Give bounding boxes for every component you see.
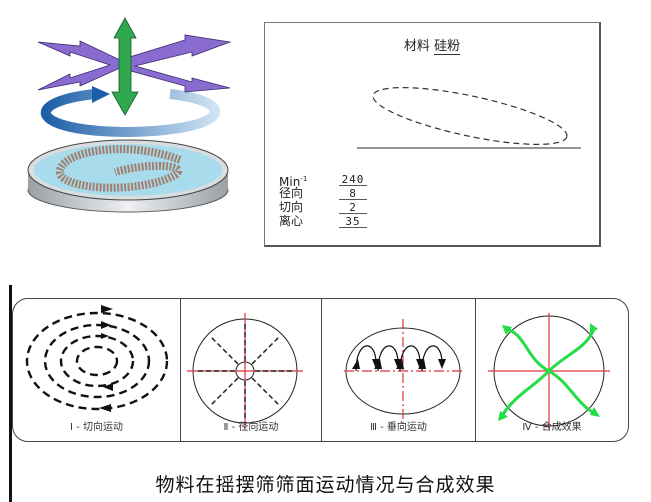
param-label: Min xyxy=(279,175,301,189)
param-label: 离心 xyxy=(279,214,304,228)
panel-vertical: Ⅲ - 垂向运动 xyxy=(321,299,475,441)
parameter-panel: 材料 硅粉 Min-1 240 径向 8 切向 2 离心 35 xyxy=(264,22,601,247)
param-row-speed: Min-1 240 xyxy=(279,173,367,189)
parameter-table: Min-1 240 径向 8 切向 2 离心 35 xyxy=(279,173,367,229)
panel-caption: Ⅲ - 垂向运动 xyxy=(370,422,427,433)
tangential-motion-diagram xyxy=(25,305,169,412)
panel-title: 材料 硅粉 xyxy=(265,35,599,55)
panel-tangential: Ⅰ - 切向运动 xyxy=(13,299,180,441)
motion-ellipse-plot xyxy=(357,87,581,149)
param-row-radial: 径向 8 xyxy=(279,187,367,200)
motion-panels: Ⅰ - 切向运动 Ⅱ - 径向运动 xyxy=(12,298,629,442)
panel-caption: Ⅱ - 径向运动 xyxy=(223,422,279,433)
combined-motion-diagram xyxy=(488,313,610,429)
vertical-motion-diagram xyxy=(344,319,462,425)
param-label: 径向 xyxy=(279,186,304,200)
panel-radial: Ⅱ - 径向运动 xyxy=(180,299,321,441)
figure-caption: 物料在摇摆筛筛面运动情况与合成效果 xyxy=(155,474,496,496)
left-rule xyxy=(9,285,12,502)
sieve-motion-illustration xyxy=(27,17,232,213)
param-value: 8 xyxy=(339,187,367,200)
param-label: 切向 xyxy=(279,200,304,214)
param-value: 2 xyxy=(339,201,367,214)
radial-motion-diagram xyxy=(187,313,303,429)
title-label: 材料 xyxy=(403,39,430,54)
param-row-tangential: 切向 2 xyxy=(279,201,367,214)
param-value: 240 xyxy=(339,173,367,186)
panel-combined: Ⅳ - 合成效果 xyxy=(475,299,628,441)
panel-caption: Ⅰ - 切向运动 xyxy=(70,422,123,433)
material-value: 硅粉 xyxy=(434,39,461,55)
panel-caption: Ⅳ - 合成效果 xyxy=(522,422,582,433)
param-row-eccentric: 离心 35 xyxy=(279,215,367,228)
param-value: 35 xyxy=(339,215,367,228)
